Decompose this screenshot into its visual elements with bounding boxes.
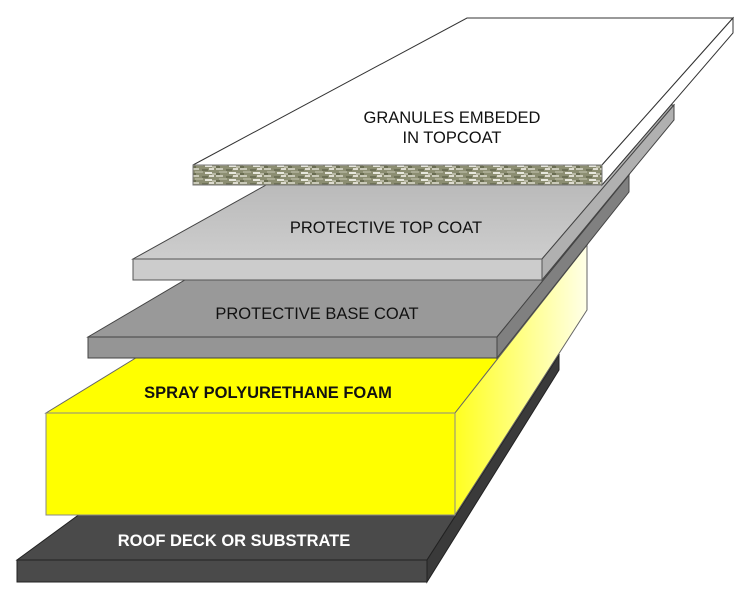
- base-coat-label: PROTECTIVE BASE COAT: [215, 305, 418, 323]
- roof-deck-front: [16, 559, 428, 583]
- foam-label: SPRAY POLYURETHANE FOAM: [144, 384, 392, 402]
- top-coat-label: PROTECTIVE TOP COAT: [290, 219, 482, 237]
- base-coat-front: [87, 336, 498, 359]
- foam-front: [45, 412, 456, 516]
- granules-layer: [192, 16, 735, 187]
- roof-deck-label: ROOF DECK OR SUBSTRATE: [118, 532, 351, 550]
- granules-front: [192, 164, 603, 186]
- top-coat-front: [132, 258, 543, 281]
- granules-label-line1: GRANULES EMBEDED: [364, 109, 541, 127]
- granules-label-line2: IN TOPCOAT: [402, 129, 501, 147]
